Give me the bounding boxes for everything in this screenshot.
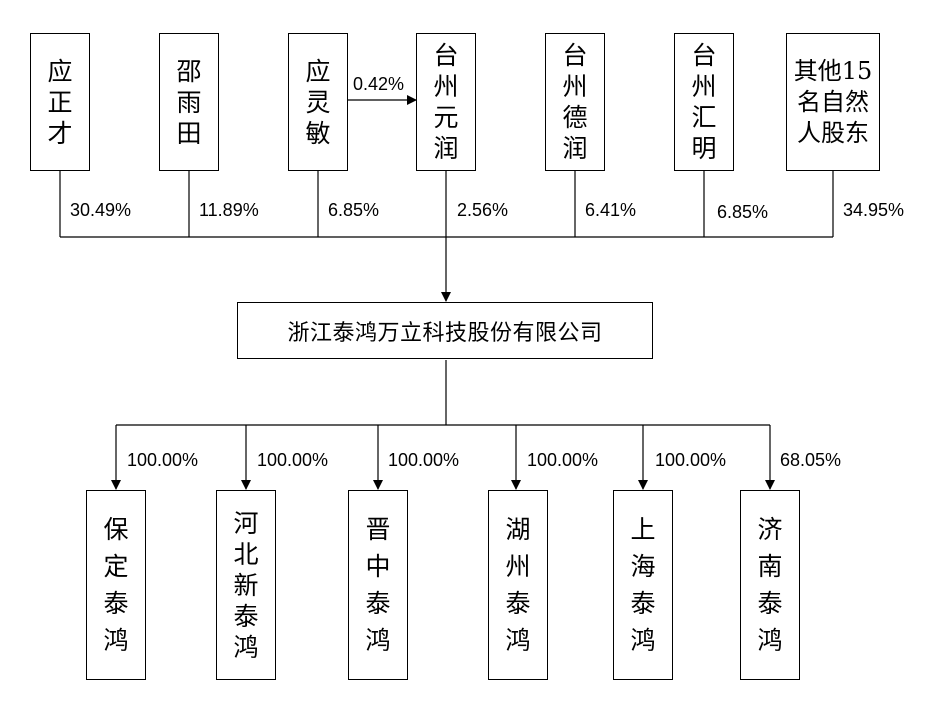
subsidiary-pct: 100.00% — [388, 450, 460, 470]
subsidiary-pct: 100.00% — [655, 450, 727, 470]
subsidiary-name-line: 鸿 — [757, 626, 783, 655]
shareholder-box-other-15-individuals: 其他15 名自然 人股东 — [786, 33, 880, 171]
subsidiary-name-line: 鸿 — [365, 626, 391, 655]
subsidiary-name-line: 济 — [757, 515, 783, 544]
subsidiary-box-jinan-taihong: 济 南 泰 鸿 — [740, 490, 800, 680]
shareholder-name-line: 正 — [47, 87, 73, 117]
subsidiary-name-line: 晋 — [365, 515, 391, 544]
company-name: 浙江泰鸿万立科技股份有限公司 — [287, 320, 603, 346]
subsidiary-name-line: 新 — [233, 570, 259, 600]
shareholder-pct: 11.89% — [199, 200, 259, 220]
subsidiary-name-line: 泰 — [757, 589, 783, 618]
shareholder-pct: 6.85% — [717, 202, 769, 222]
shareholder-box-shao-yutian: 邵 雨 田 — [159, 33, 219, 171]
subsidiary-name-line: 海 — [630, 552, 656, 581]
shareholder-box-taizhou-huiming: 台 州 汇 明 — [674, 33, 734, 171]
shareholder-name-line: 灵 — [305, 87, 331, 117]
subsidiary-name-line: 泰 — [233, 601, 259, 631]
shareholder-name-line: 台 — [691, 41, 717, 70]
shareholder-name-line: 人股东 — [796, 118, 869, 147]
shareholder-name-line: 州 — [433, 72, 459, 101]
subsidiary-name-line: 定 — [103, 552, 129, 581]
subsidiary-name-line: 湖 — [505, 515, 531, 544]
shareholder-name-line: 台 — [433, 41, 459, 70]
subsidiary-pct: 100.00% — [257, 450, 329, 470]
shareholder-pct: 30.49% — [70, 200, 132, 220]
shareholder-name-line: 应 — [47, 56, 73, 86]
shareholder-box-ying-lingmin: 应 灵 敏 — [288, 33, 348, 171]
subsidiary-name-line: 泰 — [103, 589, 129, 618]
shareholder-box-ying-zhengcai: 应 正 才 — [30, 33, 90, 171]
shareholder-name-line: 邵 — [176, 56, 202, 86]
subsidiary-name-line: 保 — [103, 515, 129, 544]
shareholder-pct: 2.56% — [457, 200, 509, 220]
subsidiary-name-line: 河 — [233, 508, 259, 538]
shareholder-name-line: 敏 — [305, 118, 331, 148]
shareholder-name-line: 润 — [562, 134, 588, 163]
shareholder-name-line: 汇 — [691, 103, 717, 132]
subsidiary-name-line: 鸿 — [505, 626, 531, 655]
subsidiary-name-line: 南 — [757, 552, 783, 581]
subsidiary-name-line: 北 — [233, 539, 259, 569]
subsidiary-box-jinzhong-taihong: 晋 中 泰 鸿 — [348, 490, 408, 680]
subsidiary-name-line: 泰 — [630, 589, 656, 618]
shareholder-box-taizhou-derun: 台 州 德 润 — [545, 33, 605, 171]
shareholder-name-line: 润 — [433, 134, 459, 163]
subsidiary-pct: 100.00% — [527, 450, 599, 470]
shareholder-name-line: 州 — [691, 72, 717, 101]
subsidiary-box-hebei-xintaihong: 河 北 新 泰 鸿 — [216, 490, 276, 680]
shareholder-name-line: 明 — [691, 134, 717, 163]
subsidiary-name-line: 泰 — [365, 589, 391, 618]
subsidiary-name-line: 鸿 — [103, 626, 129, 655]
shareholder-name-line: 雨 — [176, 87, 202, 117]
subsidiary-pct: 100.00% — [127, 450, 199, 470]
subsidiary-name-line: 中 — [365, 552, 391, 581]
subsidiary-name-line: 泰 — [505, 589, 531, 618]
subsidiary-name-line: 鸿 — [630, 626, 656, 655]
subsidiary-name-line: 鸿 — [233, 632, 259, 662]
subsidiary-name-line: 州 — [505, 552, 531, 581]
subsidiary-box-baoding-taihong: 保 定 泰 鸿 — [86, 490, 146, 680]
cross-holding-pct: 0.42% — [353, 74, 405, 94]
shareholder-box-taizhou-yuanrun: 台 州 元 润 — [416, 33, 476, 171]
subsidiary-pct: 68.05% — [780, 450, 842, 470]
shareholder-name-line: 名自然 — [796, 87, 869, 116]
shareholder-name-line: 台 — [562, 41, 588, 70]
subsidiary-box-huzhou-taihong: 湖 州 泰 鸿 — [488, 490, 548, 680]
shareholder-name-line: 田 — [176, 118, 202, 148]
shareholder-name-line: 德 — [562, 103, 588, 132]
shareholder-name-line: 应 — [305, 56, 331, 86]
subsidiary-name-line: 上 — [630, 515, 656, 544]
company-box: 浙江泰鸿万立科技股份有限公司 — [237, 302, 653, 359]
shareholder-name-line: 才 — [47, 118, 73, 148]
shareholder-pct: 6.41% — [585, 200, 637, 220]
shareholder-name-line: 其他15 — [793, 56, 873, 85]
shareholder-pct: 34.95% — [843, 200, 905, 220]
shareholder-name-line: 元 — [433, 103, 459, 132]
shareholder-name-line: 州 — [562, 72, 588, 101]
subsidiary-box-shanghai-taihong: 上 海 泰 鸿 — [613, 490, 673, 680]
shareholder-pct: 6.85% — [328, 200, 380, 220]
